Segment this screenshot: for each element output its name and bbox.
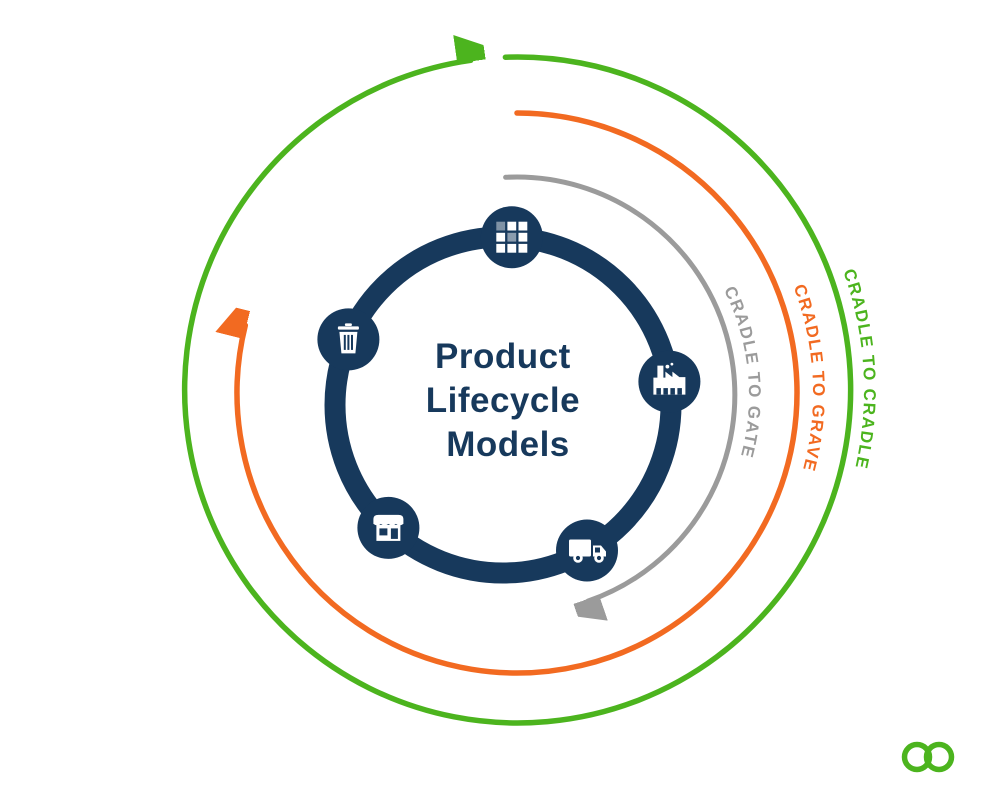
- stage-node-retail: [357, 496, 420, 559]
- trash-can-icon: [337, 323, 359, 354]
- delivery-truck-icon: [569, 539, 606, 563]
- infinity-loop-icon: [901, 741, 955, 773]
- diagram-title: Product Lifecycle Models: [426, 337, 591, 464]
- stage-node-disposal: [317, 308, 380, 371]
- cradle-to-grave-arc: [237, 110, 800, 676]
- store-icon: [373, 514, 404, 541]
- title-line-2: Lifecycle: [426, 381, 580, 420]
- infinity-left-loop: [901, 741, 933, 773]
- raw-materials-grid-icon: [496, 221, 528, 253]
- cradle-to-gate-label: CRADLE TO GATE: [720, 283, 764, 461]
- stage-node-raw-materials: [480, 206, 543, 269]
- cradle-to-gate-arc: [503, 174, 738, 601]
- infinity-right-loop: [923, 741, 955, 773]
- title-line-1: Product: [435, 337, 571, 376]
- cradle-to-cradle-arc: [181, 57, 854, 726]
- title-line-3: Models: [446, 425, 570, 464]
- stage-node-manufacturing: [638, 350, 701, 413]
- stage-node-distribution: [556, 519, 618, 582]
- factory-icon: [653, 362, 686, 395]
